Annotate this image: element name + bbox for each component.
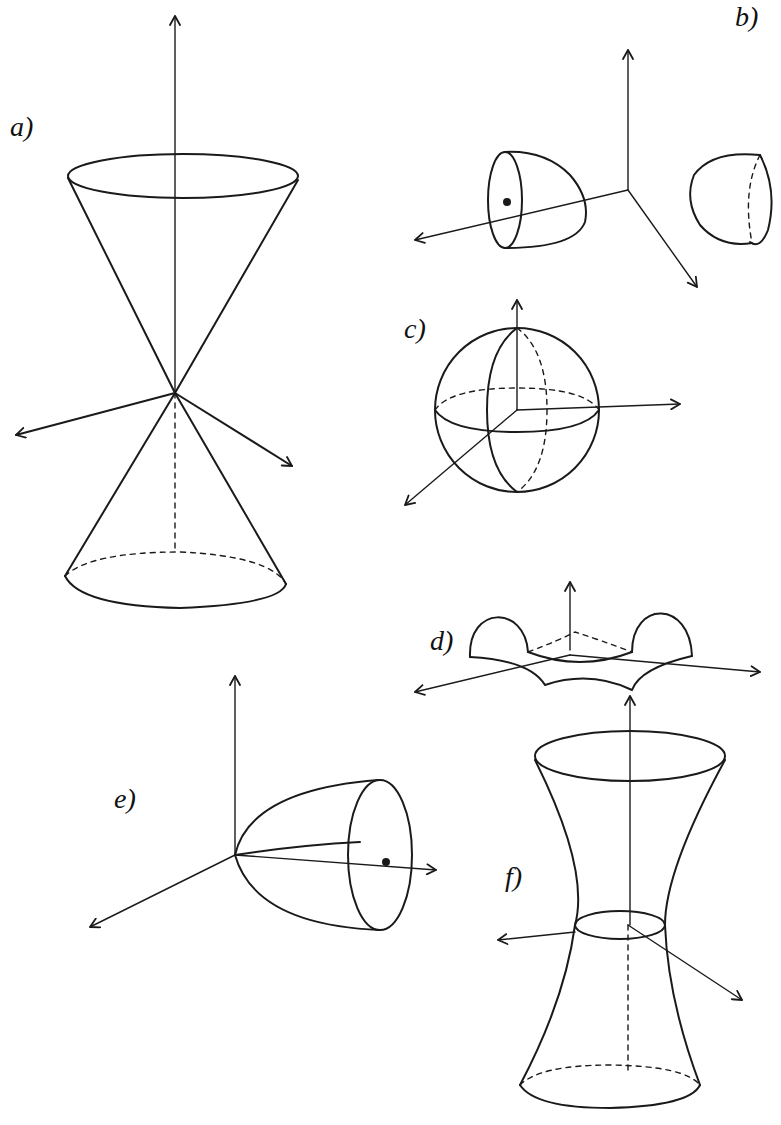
sphere-stroke (487, 328, 517, 492)
double-cone-stroke (65, 393, 175, 576)
hyperbolic-paraboloid-stroke (569, 582, 570, 650)
double-cone-stroke (175, 180, 298, 393)
two-sheet-hyperboloid-stroke (690, 154, 760, 244)
elliptic-paraboloid-stroke (235, 855, 380, 930)
two-sheet-hyperboloid-stroke (504, 199, 510, 205)
hyperbolic-paraboloid-stroke (470, 617, 528, 657)
hyperbolic-paraboloid (415, 582, 760, 692)
one-sheet-hyperboloid-stroke (520, 1085, 700, 1108)
sphere-stroke (517, 404, 680, 410)
double-cone-stroke (175, 393, 292, 466)
one-sheet-hyperboloid-stroke (520, 1065, 700, 1085)
one-sheet-hyperboloid (498, 696, 742, 1108)
double-cone-stroke (68, 154, 298, 198)
double-cone-stroke (65, 576, 286, 608)
hyperbolic-paraboloid-stroke (470, 656, 692, 690)
one-sheet-hyperboloid-stroke (628, 925, 742, 1000)
one-sheet-hyperboloid-stroke (535, 731, 725, 781)
figure-label: a) (8, 112, 35, 143)
two-sheet-hyperboloid-stroke (748, 155, 760, 243)
elliptic-paraboloid-stroke (235, 855, 436, 870)
two-sheet-hyperboloid-stroke (488, 152, 522, 248)
hyperbolic-paraboloid-stroke (632, 613, 692, 656)
sphere-stroke (435, 410, 599, 432)
figure-label: f) (503, 862, 524, 893)
one-sheet-hyperboloid-stroke (575, 911, 665, 939)
two-sheet-hyperboloid-stroke (505, 152, 586, 248)
elliptic-paraboloid (90, 676, 436, 930)
hyperbolic-paraboloid-stroke (528, 652, 632, 662)
double-cone (16, 16, 298, 608)
figure-label: d) (428, 626, 455, 657)
one-sheet-hyperboloid-stroke (665, 760, 725, 1085)
one-sheet-hyperboloid-stroke (520, 760, 578, 1085)
two-sheet-hyperboloid-stroke (750, 155, 772, 244)
one-sheet-hyperboloid-stroke (627, 925, 628, 1070)
two-sheet-hyperboloid-stroke (627, 50, 628, 190)
double-cone-stroke (16, 393, 175, 435)
elliptic-paraboloid-stroke (235, 842, 360, 855)
two-sheet-hyperboloid (415, 50, 772, 287)
double-cone-stroke (174, 393, 175, 552)
hyperbolic-paraboloid-stroke (528, 632, 632, 652)
figure-label: b) (733, 2, 760, 33)
double-cone-stroke (65, 552, 286, 584)
one-sheet-hyperboloid-stroke (498, 932, 575, 940)
two-sheet-hyperboloid-stroke (628, 190, 697, 287)
sphere-stroke (405, 410, 517, 505)
sphere-stroke (516, 300, 517, 410)
figure-label: c) (402, 314, 428, 345)
double-cone-stroke (175, 393, 286, 584)
elliptic-paraboloid-stroke (90, 855, 235, 927)
elliptic-paraboloid-stroke (348, 780, 412, 930)
elliptic-paraboloid-stroke (234, 676, 235, 855)
sphere (405, 300, 680, 505)
figure-label: e) (112, 784, 138, 815)
elliptic-paraboloid-stroke (383, 859, 389, 865)
double-cone-stroke (174, 16, 175, 393)
elliptic-paraboloid-stroke (235, 780, 378, 855)
hyperbolic-paraboloid-stroke (415, 655, 570, 692)
double-cone-stroke (68, 178, 175, 393)
